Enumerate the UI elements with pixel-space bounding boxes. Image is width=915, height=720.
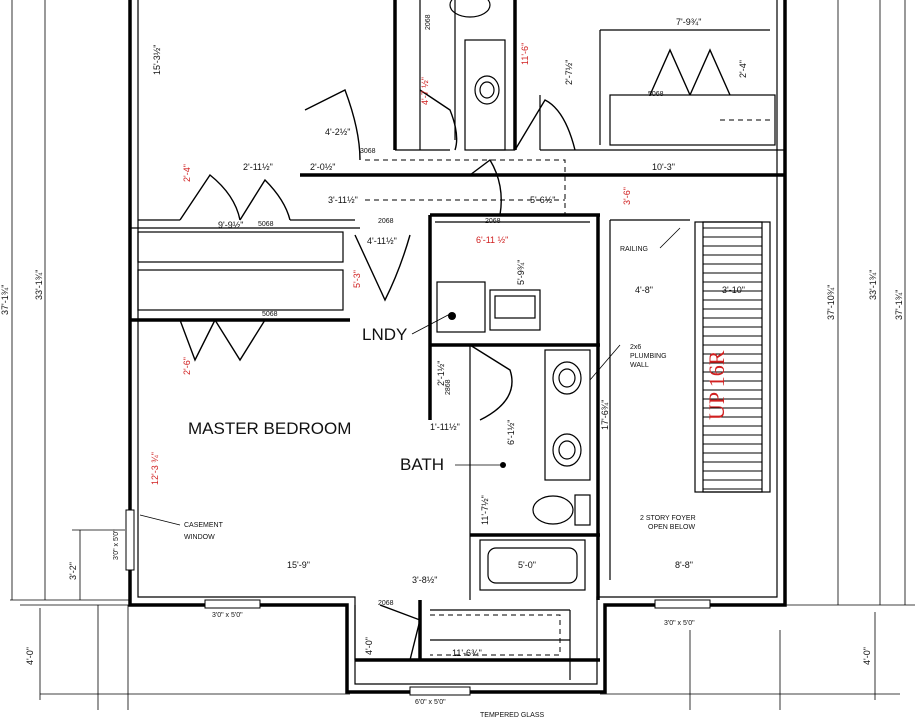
- dimension-label: 3'-10": [722, 285, 745, 295]
- room-label-master-bedroom: MASTER BEDROOM: [188, 419, 351, 438]
- window-tag: 5068: [648, 91, 664, 98]
- room-label-foyer-line2: OPEN BELOW: [648, 524, 695, 531]
- room-label-laundry: LNDY: [362, 325, 407, 344]
- leader-lines: [139, 227, 681, 526]
- dimension-label-red: 2'-6": [182, 357, 192, 375]
- window-tag: 3'0" x 5'0": [664, 620, 695, 627]
- dimension-label: 15'-9": [287, 560, 310, 570]
- left-dimension-lines: [10, 0, 350, 710]
- dimension-label-red: 12'-3 ¾": [150, 452, 160, 485]
- dimensions-black: 2'-11½" 2'-0½" 3'-11½" 4'-2½" 9'-9½" 4'-…: [0, 17, 904, 665]
- dimension-label: 2'-11½": [243, 162, 273, 172]
- window-tag: 5068: [258, 221, 274, 228]
- window-tag: 3'0" x 5'0": [212, 612, 243, 619]
- annotation-plumbing-line3: WALL: [630, 362, 649, 369]
- dimension-label: 2'-0½": [310, 162, 335, 172]
- window-tag: 5068: [262, 311, 278, 318]
- window-tag: 6'0" x 5'0": [415, 699, 446, 706]
- dimension-label: 3'-11½": [328, 195, 358, 205]
- dimension-label-red: 5'-3": [352, 270, 362, 288]
- door-tag: 2068: [485, 218, 501, 225]
- dimension-label: 37'-10¾": [826, 285, 836, 320]
- dimension-label: 2'-7½": [564, 60, 574, 85]
- door-tag: 2068: [378, 218, 394, 225]
- door-tag: 2068: [425, 14, 432, 30]
- dimension-label: 8'-8": [675, 560, 693, 570]
- dimension-label: 4'-0": [25, 647, 35, 665]
- room-label-foyer-line1: 2 STORY FOYER: [640, 515, 696, 522]
- annotation-tempered-glass: TEMPERED GLASS: [480, 712, 545, 719]
- window-tag: 3'0" x 5'0": [113, 529, 120, 560]
- dimension-label: 15'-3½": [152, 45, 162, 75]
- dimension-label: 9'-9½": [218, 220, 243, 230]
- dimension-label: 11'-6¾": [452, 648, 482, 658]
- dimension-label: 4'-0": [862, 647, 872, 665]
- dimension-label: 5'-6½": [530, 195, 555, 205]
- dashed-lines: [365, 119, 770, 656]
- dimension-label: 33'-1¾": [34, 270, 44, 300]
- exterior-walls: [128, 0, 787, 694]
- dimension-label: 33'-1¾": [868, 270, 878, 300]
- door-tag: 2868: [445, 379, 452, 395]
- dimension-label: 5'-0": [518, 560, 536, 570]
- right-dimension-lines: [600, 0, 915, 710]
- dimensions-red: 4'-7 ½" 11'-6" 2'-4" 3'-6" 6'-11 ½" 5'-3…: [150, 43, 632, 485]
- fixtures: [436, 0, 591, 591]
- room-label-bath: BATH: [400, 455, 444, 474]
- annotation-railing: RAILING: [620, 246, 648, 253]
- dimension-label: 4'-0": [364, 637, 374, 655]
- dimension-label: 37'-1¾": [894, 290, 904, 320]
- annotation-plumbing-line1: 2x6: [630, 344, 641, 351]
- dimension-label: 6'-1½": [506, 420, 516, 445]
- dimension-label: 5'-9¾": [516, 260, 526, 285]
- annotation-stair-up: UP 16R: [704, 350, 729, 420]
- door-tag: 2068: [378, 600, 394, 607]
- annotation-casement-line1: CASEMENT: [184, 522, 224, 529]
- door-tag: 3068: [360, 148, 376, 155]
- windows: [125, 509, 711, 696]
- dimension-label: 2'-1½": [436, 361, 446, 386]
- doors: [179, 48, 731, 661]
- dimension-label: 3'-2": [68, 562, 78, 580]
- dimension-label: 11'-7½": [480, 495, 490, 525]
- dimension-label: 4'-11½": [367, 236, 397, 246]
- dimension-label: 37'-1¾": [0, 285, 10, 315]
- dimension-label: 4'-2½": [325, 127, 350, 137]
- dimension-label-red: 4'-7 ½": [420, 77, 430, 105]
- dimension-label-red: 3'-6": [622, 187, 632, 205]
- dimension-label: 17'-6¾": [600, 400, 610, 430]
- stair-treads: [703, 227, 762, 490]
- annotation-plumbing-line2: PLUMBING: [630, 353, 667, 360]
- dimension-label-red: 2'-4": [182, 164, 192, 182]
- dimension-label: 1'-11½": [430, 422, 460, 432]
- dimension-label-red: 11'-6": [520, 43, 530, 65]
- annotation-casement-line2: WINDOW: [184, 534, 215, 541]
- dimension-label: 7'-9¾": [676, 17, 701, 27]
- dimension-label: 3'-8½": [412, 575, 437, 585]
- dimension-label-red: 6'-11 ½": [476, 235, 508, 245]
- interior-walls: [130, 0, 785, 680]
- dimension-label: 10'-3": [652, 162, 675, 172]
- dimension-label: 2'-4": [738, 60, 748, 78]
- stairs: [694, 221, 771, 493]
- dimension-label: 4'-8": [635, 285, 653, 295]
